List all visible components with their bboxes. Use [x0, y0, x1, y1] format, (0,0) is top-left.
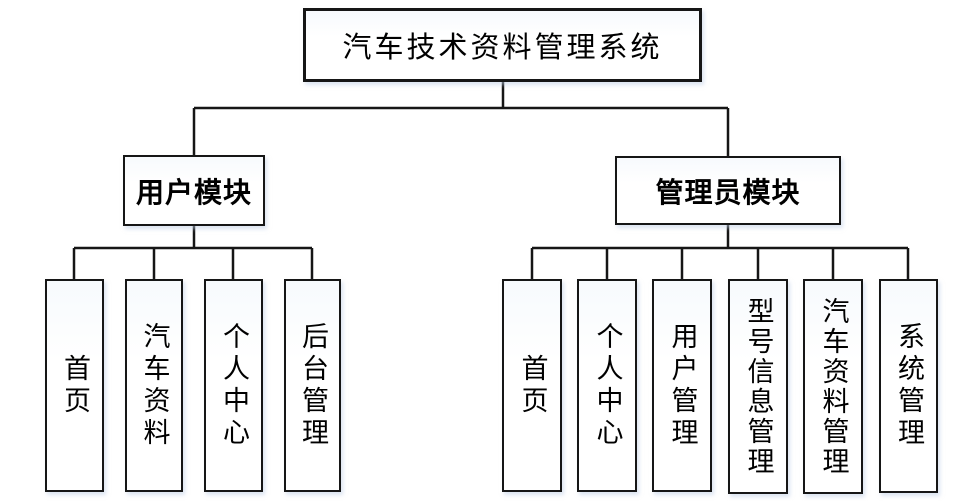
admin-module-label: 管理员模块: [655, 177, 801, 209]
admin-leaf-user-management-label: 用户管理: [667, 321, 698, 450]
user-leaf-backend-management-label: 后台管理: [298, 321, 328, 450]
user-leaf-backend-management: 后台管理: [284, 279, 341, 492]
user-leaf-personal-center: 个人中心: [204, 279, 263, 492]
admin-leaf-system-management-label: 系统管理: [894, 322, 924, 450]
admin-leaf-system-management: 系统管理: [879, 279, 938, 493]
user-leaf-car-data-label: 汽车资料: [139, 321, 170, 450]
branch-node-admin-module: 管理员模块: [615, 156, 841, 225]
admin-leaf-personal-center: 个人中心: [577, 279, 637, 492]
admin-leaf-home-label: 首页: [517, 353, 548, 418]
user-leaf-home-label: 首页: [60, 353, 90, 418]
admin-leaf-car-data-management: 汽车资料管理: [803, 279, 863, 494]
admin-leaf-car-data-management-label: 汽车资料管理: [818, 296, 849, 477]
admin-leaf-home: 首页: [502, 279, 562, 492]
admin-leaf-personal-center-label: 个人中心: [592, 321, 623, 450]
admin-leaf-model-info-management: 型号信息管理: [728, 279, 788, 494]
user-module-label: 用户模块: [135, 177, 252, 209]
user-leaf-home: 首页: [45, 279, 104, 492]
admin-leaf-model-info-management-label: 型号信息管理: [743, 296, 774, 477]
root-node: 汽车技术资料管理系统: [303, 8, 702, 82]
branch-node-user-module: 用户模块: [123, 155, 265, 226]
user-leaf-personal-center-label: 个人中心: [219, 321, 249, 450]
user-leaf-car-data: 汽车资料: [125, 279, 183, 492]
root-node-label: 汽车技术资料管理系统: [342, 32, 663, 64]
admin-leaf-user-management: 用户管理: [652, 279, 712, 492]
